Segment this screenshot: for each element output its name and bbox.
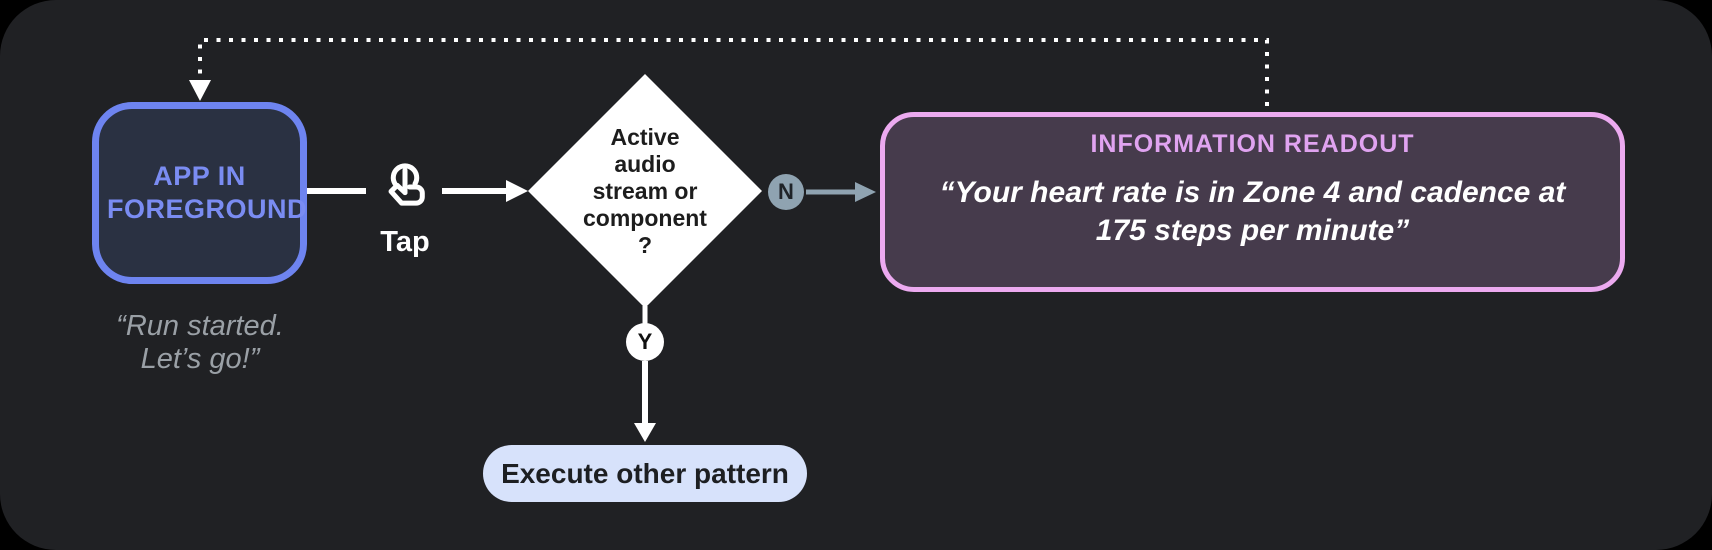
app-in-foreground-node: APP IN FOREGROUND [92,102,307,284]
information-readout-quote-line: 175 steps per minute” [1095,214,1410,247]
decision-arrowhead-icon [506,180,528,202]
decision-label: Active audio stream or component ? [545,124,745,259]
tap-label: Tap [380,226,430,258]
no-branch-badge: N [768,174,804,210]
app-in-foreground-label: APP IN FOREGROUND [107,161,307,224]
information-readout-title: INFORMATION READOUT [1090,130,1415,158]
execute-arrowhead-icon [634,423,656,442]
app-voice-quote-line: “Run started. [116,310,284,342]
decision-label-line: Active [610,124,680,150]
information-readout-quote-line: “Your heart rate is in Zone 4 and cadenc… [939,176,1566,209]
tap-gesture-icon [376,155,434,219]
feedback-dotted-path [198,38,1269,106]
feedback-arrowhead-icon [189,80,211,101]
information-readout-node: INFORMATION READOUT “Your heart rate is … [880,112,1625,292]
app-voice-quote-line: Let’s go!” [140,343,260,375]
app-voice-quote: “Run started. Let’s go!” [75,310,325,376]
readout-arrowhead-icon [855,182,876,202]
decision-label-line: stream or [592,178,698,204]
decision-label-line: audio [614,151,676,177]
decision-label-line: ? [637,232,653,258]
information-readout-quote: “Your heart rate is in Zone 4 and cadenc… [885,174,1620,250]
yes-branch-badge: Y [626,323,664,361]
decision-label-line: component [583,205,707,231]
execute-other-pattern-node: Execute other pattern [483,445,807,502]
decision-diamond [528,74,762,308]
